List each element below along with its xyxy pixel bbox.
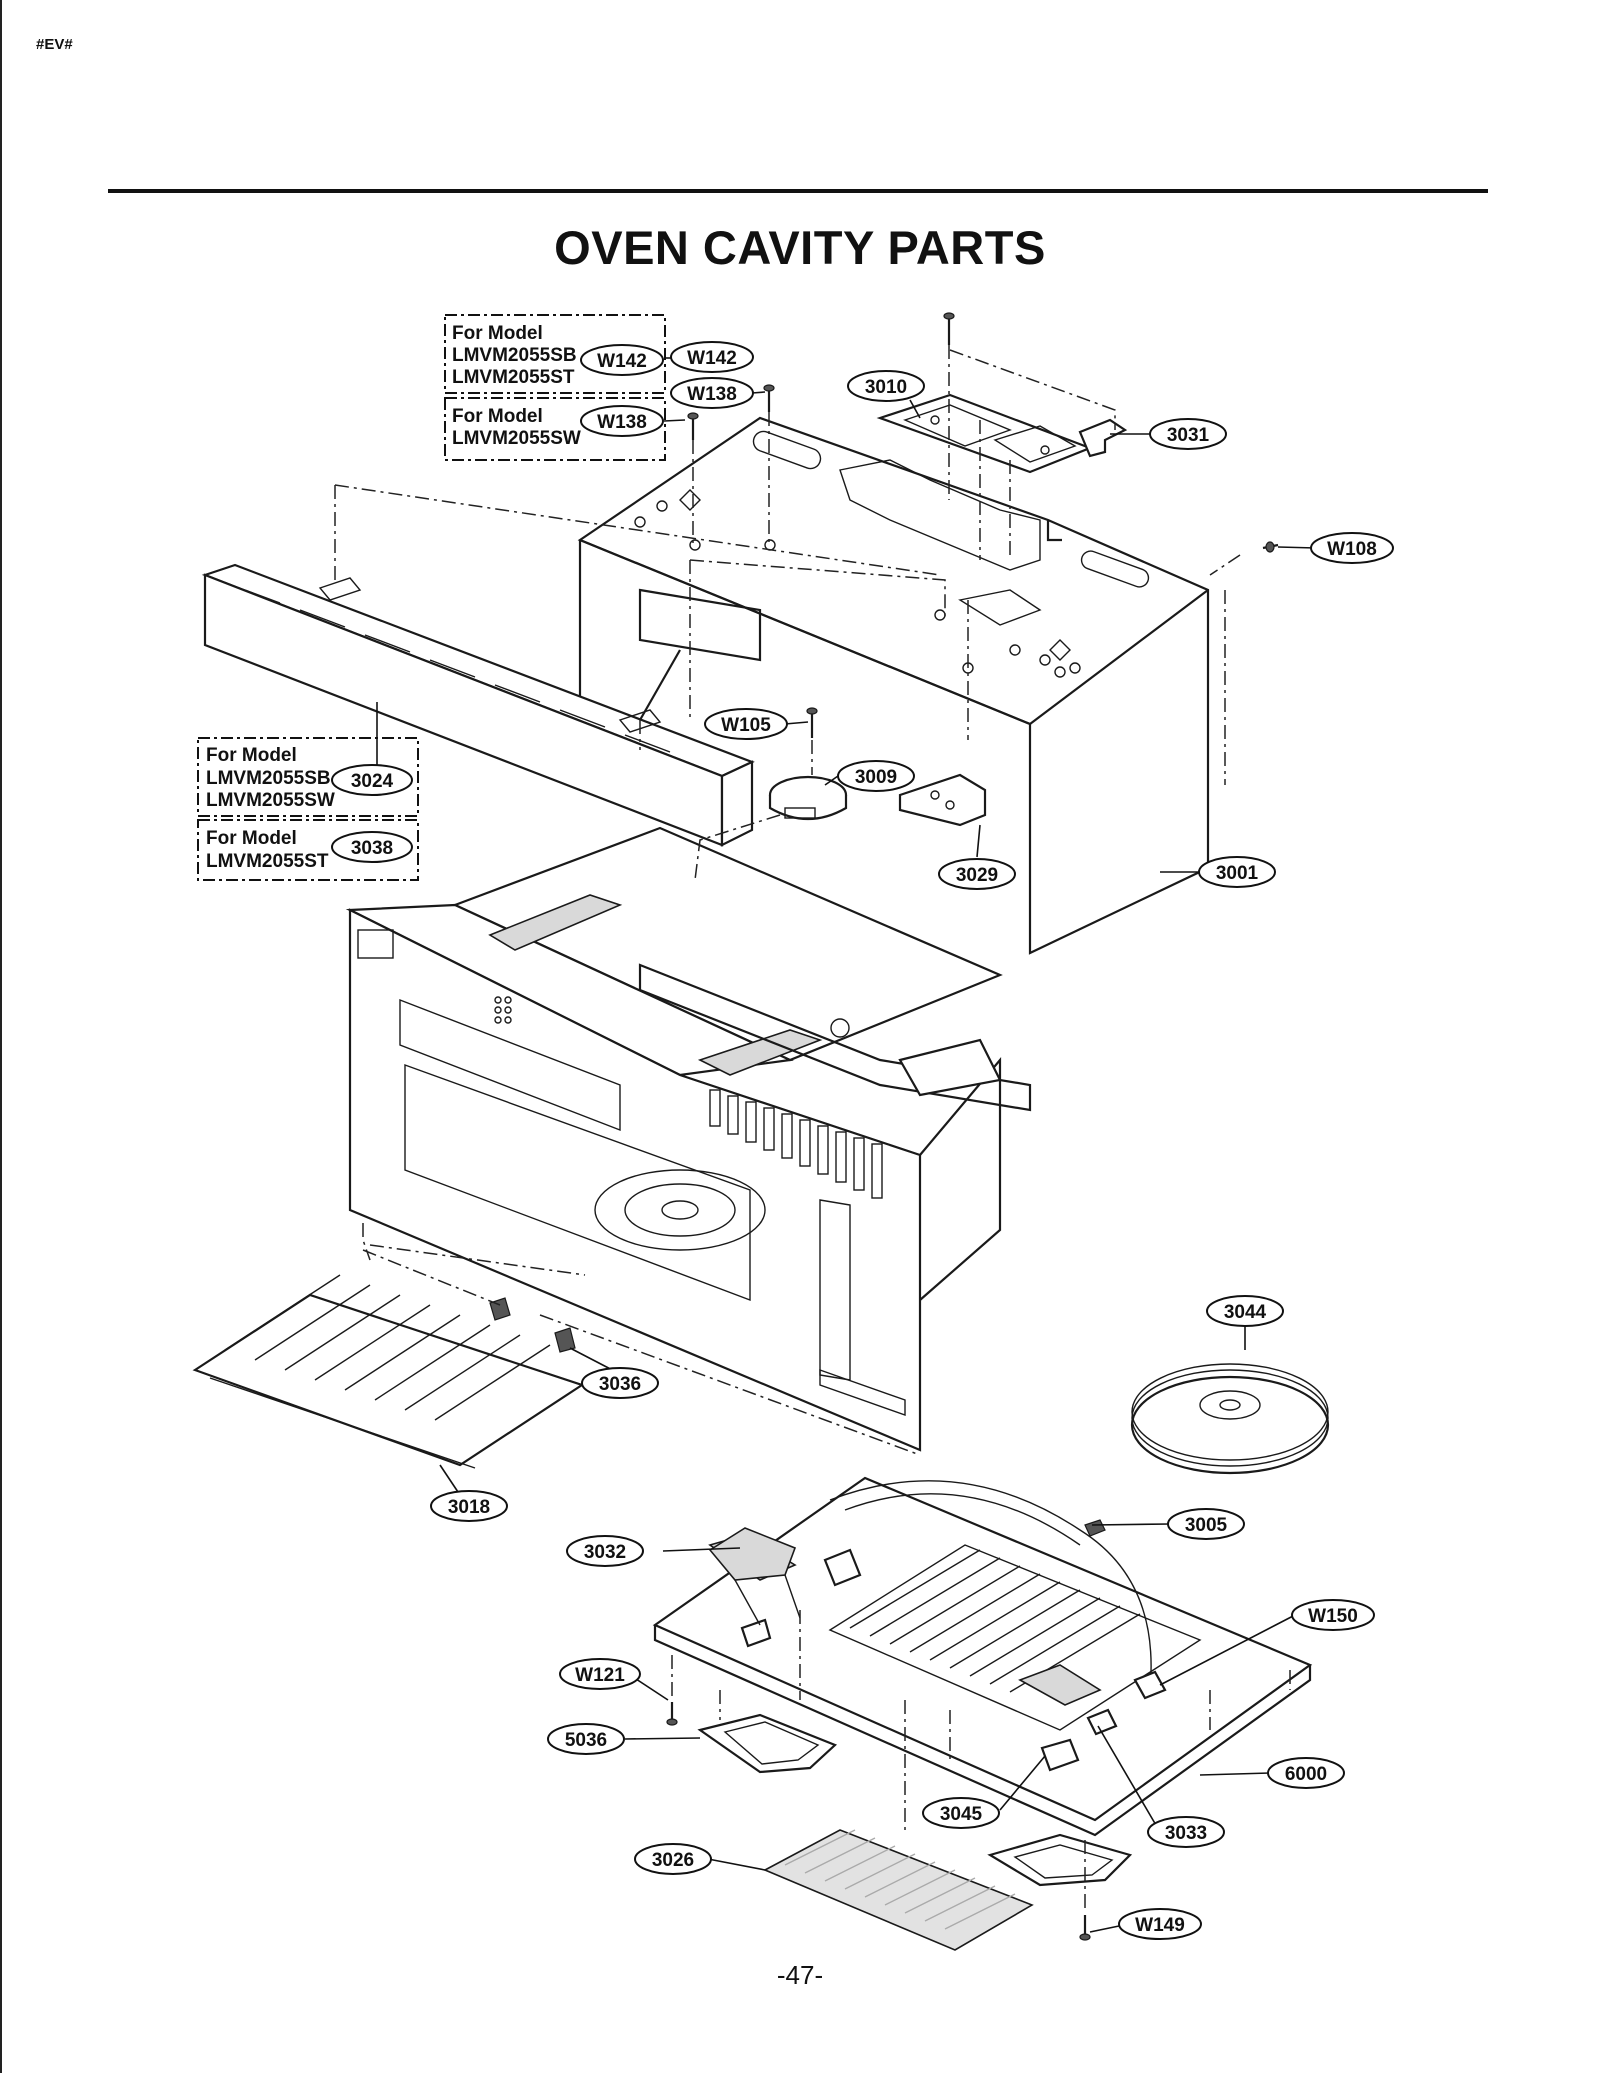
callout-3018: 3018	[430, 1490, 508, 1522]
note-line: For Model	[206, 828, 297, 849]
note-line: LMVM2055SB	[452, 345, 577, 366]
callout-label: W142	[597, 351, 647, 372]
callout-label: 3036	[599, 1374, 641, 1395]
callout-label: 3045	[940, 1804, 983, 1825]
callout-3031: 3031	[1149, 418, 1227, 450]
document-code: #EV#	[36, 36, 73, 53]
callout-6000: 6000	[1267, 1757, 1345, 1789]
callout-label: 3005	[1185, 1515, 1228, 1536]
callout-label: W149	[1135, 1915, 1185, 1936]
motor-3009	[768, 775, 848, 821]
top-plate-3010	[876, 393, 1094, 474]
callout-3029: 3029	[938, 858, 1016, 890]
callout-5036: 5036	[547, 1723, 625, 1755]
note-line: LMVM2055SW	[206, 790, 335, 811]
callout-label: 5036	[565, 1730, 607, 1751]
note-line: For Model	[206, 745, 297, 766]
callout-3009: 3009	[837, 760, 915, 792]
callout-w138: W138	[670, 377, 754, 409]
callout-label: 3024	[351, 771, 394, 792]
callout-label: 3018	[448, 1497, 490, 1518]
callout-w108: W108	[1310, 532, 1394, 564]
page-title: OVEN CAVITY PARTS	[554, 221, 1046, 274]
callout-label: W121	[575, 1665, 625, 1686]
page-left-border	[0, 0, 2, 2073]
callout-label: W138	[597, 412, 647, 433]
callout-label: 3001	[1216, 863, 1259, 884]
callout-label: W138	[687, 384, 737, 405]
callout-label: 3026	[652, 1850, 694, 1871]
note-line: LMVM2055ST	[452, 367, 575, 388]
callout-3044: 3044	[1206, 1295, 1284, 1327]
cavity-frame	[345, 826, 1032, 1452]
model-note-w138: For Model LMVM2055SW	[444, 397, 666, 461]
callout-label: W142	[687, 348, 737, 369]
callout-label: 3031	[1167, 425, 1210, 446]
thermostat-3032	[708, 1527, 801, 1626]
callout-w121: W121	[559, 1658, 641, 1690]
callout-3024: 3024	[331, 764, 413, 796]
callout-w150: W150	[1291, 1599, 1375, 1631]
callout-label: 3010	[865, 377, 907, 398]
callout-label: 6000	[1285, 1764, 1327, 1785]
callout-3026: 3026	[634, 1843, 712, 1875]
callout-3032: 3032	[566, 1535, 644, 1567]
callout-label: W105	[721, 715, 771, 736]
outer-case-3001	[577, 416, 1210, 955]
callout-label: 3029	[956, 865, 998, 886]
callout-w105: W105	[704, 708, 788, 740]
callout-3001: 3001	[1198, 856, 1276, 888]
assembly-guide-lines	[334, 345, 1291, 1910]
cover-5036	[697, 1713, 838, 1774]
note-line: LMVM2055SB	[206, 768, 331, 789]
cover-w149-side	[987, 1833, 1133, 1887]
note-line: LMVM2055ST	[206, 851, 329, 872]
callout-3005: 3005	[1167, 1508, 1245, 1540]
callout-label: W150	[1308, 1606, 1358, 1627]
page-number: -47-	[776, 1960, 824, 1990]
latch-3036	[489, 1297, 576, 1353]
callout-3010: 3010	[847, 370, 925, 402]
callout-label: 3032	[584, 1542, 626, 1563]
callouts: W142 W142 W138 W138 3010 3031 W108 W105 …	[331, 341, 1394, 1940]
callout-3038: 3038	[331, 831, 413, 863]
note-line: For Model	[452, 406, 543, 427]
callout-label: 3033	[1165, 1823, 1207, 1844]
bracket-3029	[898, 773, 987, 827]
callout-3033: 3033	[1147, 1816, 1225, 1848]
callout-label: 3038	[351, 838, 393, 859]
note-line: For Model	[452, 323, 543, 344]
base-plate-6000	[652, 1476, 1313, 1837]
callout-3036: 3036	[581, 1367, 659, 1399]
callout-label: 3044	[1224, 1302, 1267, 1323]
front-grille-3024	[201, 563, 755, 847]
callout-3045: 3045	[922, 1797, 1000, 1829]
title-rule	[108, 189, 1488, 193]
note-line: LMVM2055SW	[452, 428, 581, 449]
callout-label: 3009	[855, 767, 897, 788]
wire-rack-3018	[192, 1274, 585, 1469]
grease-filter-3026	[763, 1829, 1034, 1951]
bracket-3031	[1078, 418, 1128, 458]
model-note-w142: For Model LMVM2055SB LMVM2055ST	[444, 314, 666, 394]
model-note-3038: For Model LMVM2055ST	[197, 819, 419, 881]
callout-w149: W149	[1118, 1908, 1202, 1940]
callout-label: W108	[1327, 539, 1377, 560]
callout-w142: W142	[670, 341, 754, 373]
screw-icons	[666, 312, 1279, 1941]
callout-w142-box: W142	[580, 344, 664, 376]
turntable-3044	[1130, 1363, 1330, 1475]
model-note-3024: For Model LMVM2055SB LMVM2055SW	[197, 737, 419, 817]
callout-w138-box: W138	[580, 405, 664, 437]
